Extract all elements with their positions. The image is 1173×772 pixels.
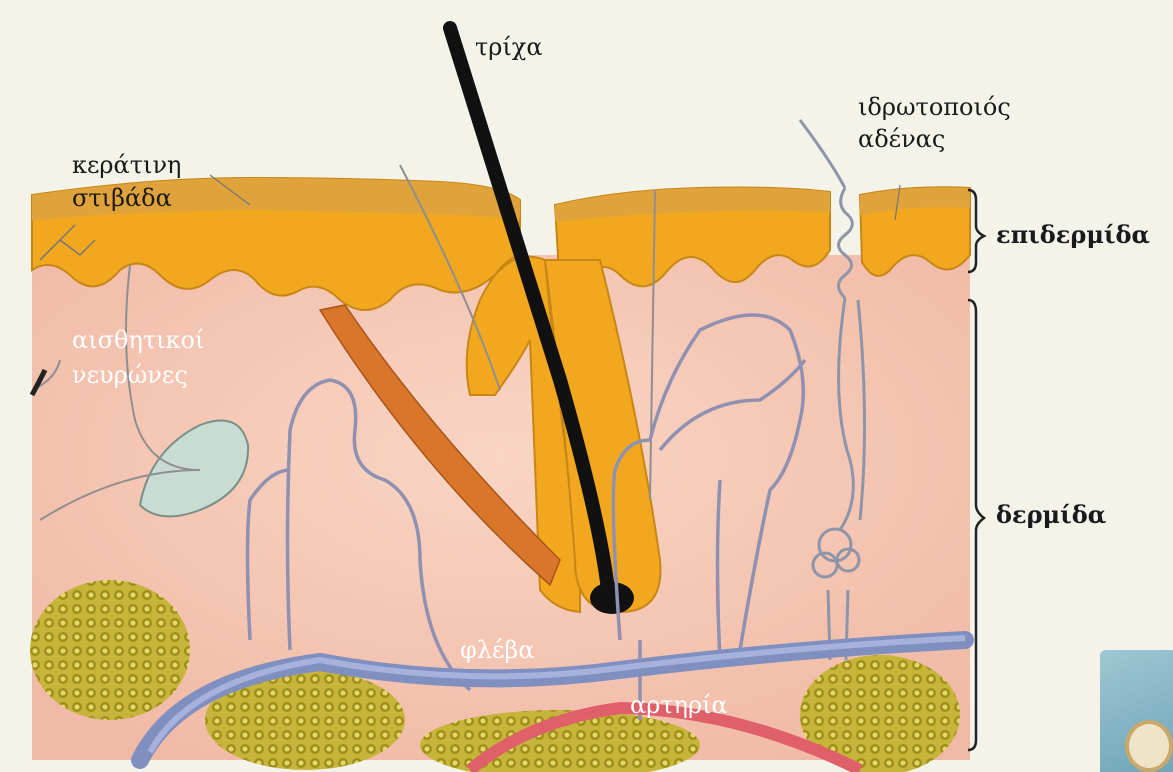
- label-sensory-line1: αισθητικοί: [72, 325, 204, 355]
- label-dermis: δερμίδα: [996, 500, 1106, 530]
- label-keratin-line1: κεράτινη: [72, 150, 181, 180]
- label-epidermis: επιδερμίδα: [996, 220, 1150, 250]
- label-sweat-gland-line2: αδένας: [858, 124, 945, 154]
- label-keratin-line2: στιβάδα: [72, 183, 172, 213]
- label-vein: φλέβα: [460, 635, 535, 665]
- label-hair: τρίχα: [475, 32, 543, 62]
- fat-lobule-1: [30, 580, 190, 720]
- label-sweat-gland-line1: ιδρωτοποιός: [858, 92, 1011, 122]
- label-artery: αρτηρία: [630, 690, 728, 720]
- label-sensory-line2: νευρώνες: [72, 360, 188, 390]
- bracket-icon: [968, 190, 984, 750]
- hair-bulb: [590, 582, 634, 614]
- thumbnail-knob: [1125, 720, 1173, 772]
- thumbnail-image: [1100, 650, 1173, 772]
